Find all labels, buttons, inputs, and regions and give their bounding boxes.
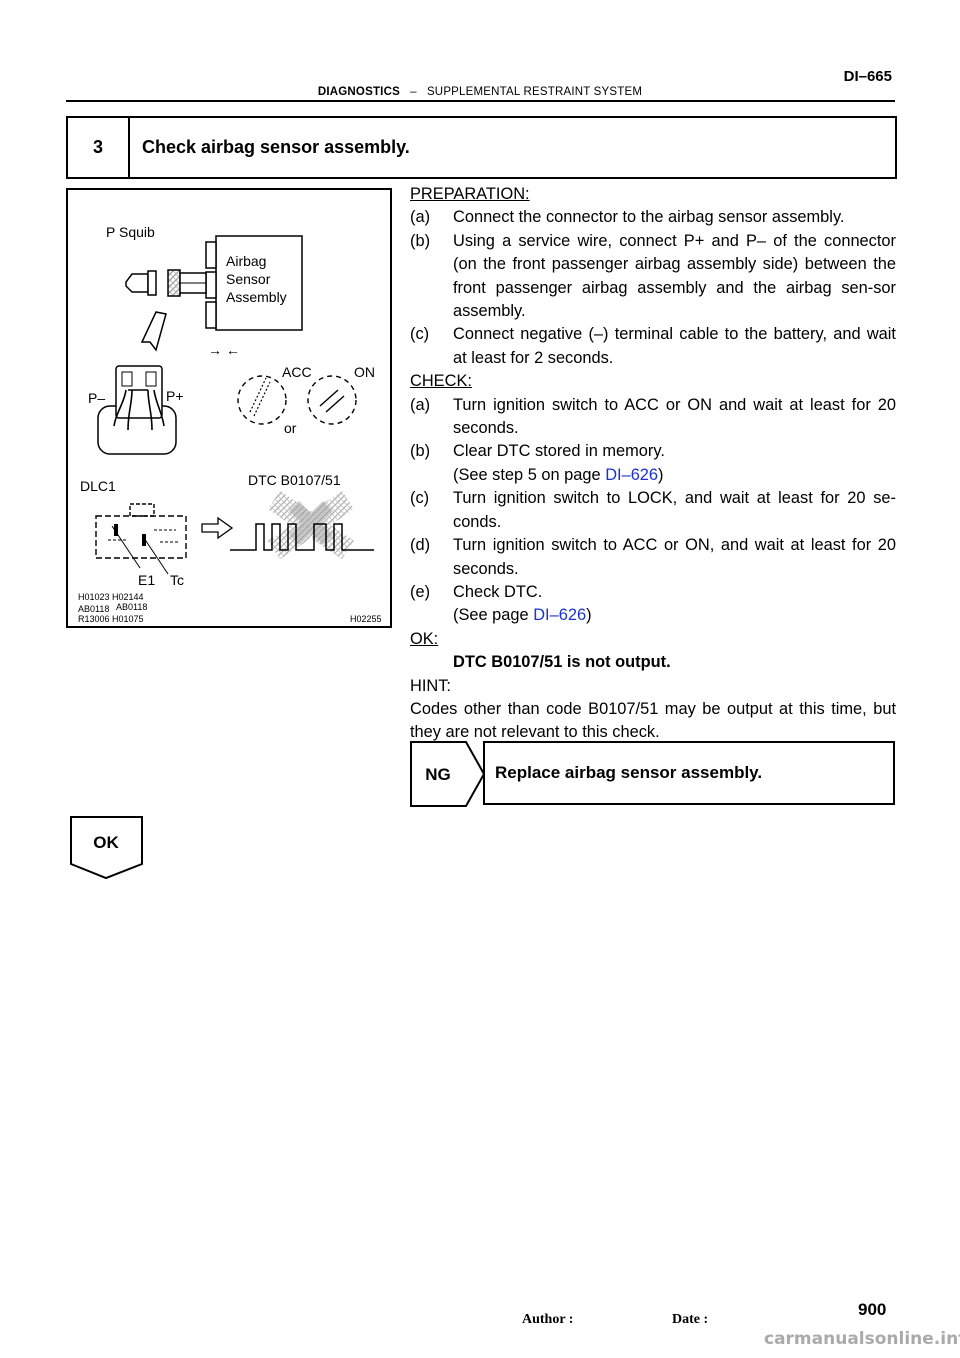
down-arrow-icon xyxy=(140,311,167,352)
figure-drawing xyxy=(95,235,374,575)
check-item-b: (b) Clear DTC stored in memory. (See ste… xyxy=(410,440,896,487)
label-airbag: Airbag xyxy=(226,253,267,269)
label-p-minus: P– xyxy=(88,390,106,406)
check-item-e: (e) Check DTC. (See page DI–626) xyxy=(410,581,896,628)
page-code: DI–665 xyxy=(843,68,892,85)
figure-code-row3: R13006 H01075 xyxy=(78,614,144,624)
step-title: Check airbag sensor assembly. xyxy=(142,137,410,157)
ignition-switch-on-icon xyxy=(307,375,357,425)
ok-label: OK xyxy=(93,833,119,852)
label-dtc: DTC B0107/51 xyxy=(248,472,341,488)
ignition-switch-acc-icon xyxy=(237,375,287,425)
ng-action: Replace airbag sensor assembly. xyxy=(495,763,763,782)
airbag-sensor-assembly xyxy=(205,235,303,331)
check-item-e-ref: (See page DI–626) xyxy=(453,606,592,625)
ng-action-box: Replace airbag sensor assembly. xyxy=(483,741,895,805)
header-separator: – xyxy=(410,86,417,98)
running-header: DIAGNOSTICS – SUPPLEMENTAL RESTRAINT SYS… xyxy=(0,86,960,98)
ng-tab: NG xyxy=(410,741,486,807)
ok-result: DTC B0107/51 is not output. xyxy=(453,653,671,672)
label-e1: E1 xyxy=(138,572,156,588)
label-dlc1: DLC1 xyxy=(80,478,116,494)
header-subsection: SUPPLEMENTAL RESTRAINT SYSTEM xyxy=(426,86,643,98)
step-box: 3 Check airbag sensor assembly. xyxy=(66,116,897,179)
hint-heading: HINT: xyxy=(410,676,451,695)
watermark: carmanualsonline.info xyxy=(764,1329,960,1349)
footer-date: Date : xyxy=(672,1312,709,1327)
ok-heading: OK: xyxy=(410,629,439,648)
figure-code-main: H02255 xyxy=(350,614,382,624)
procedure-text: PREPARATION: (a) Connect the connector t… xyxy=(410,183,896,745)
hint-text: Codes other than code B0107/51 may be ou… xyxy=(410,699,896,742)
label-p-squib: P Squib xyxy=(106,224,155,240)
preparation-heading: PREPARATION: xyxy=(410,185,530,203)
check-item-c: (c) Turn ignition switch to LOCK, and wa… xyxy=(410,489,896,531)
ng-label: NG xyxy=(425,765,451,784)
label-assembly: Assembly xyxy=(226,289,287,305)
passenger-connector xyxy=(97,365,177,455)
page-link-di626-2[interactable]: DI–626 xyxy=(533,606,587,625)
label-p-plus: P+ xyxy=(166,388,184,404)
label-tc: Tc xyxy=(170,572,184,588)
dtc-waveform xyxy=(230,490,374,560)
prep-item-b: (b) Using a service wire, connect P+ and… xyxy=(410,231,896,321)
page-link-di626[interactable]: DI–626 xyxy=(605,465,659,484)
step-number: 3 xyxy=(68,118,130,177)
right-arrow-icon xyxy=(201,516,234,540)
figure-code-row2a: AB0118 xyxy=(78,604,110,614)
footer-author: Author : xyxy=(522,1312,574,1327)
wiring-figure: P Squib Airbag Sensor Assembly → ← ACC O… xyxy=(66,188,392,628)
label-or: or xyxy=(284,420,297,436)
check-item-b-ref: (See step 5 on page DI–626) xyxy=(453,465,664,484)
check-item-d: (d) Turn ignition switch to ACC or ON, a… xyxy=(410,536,896,578)
header-rule xyxy=(66,100,895,102)
p-squib-connector xyxy=(125,269,207,297)
prep-item-c: (c) Connect negative (–) terminal cable … xyxy=(410,325,896,367)
label-arrows: → ← xyxy=(208,342,240,358)
label-sensor: Sensor xyxy=(226,271,271,287)
check-heading: CHECK: xyxy=(410,372,472,391)
label-acc: ACC xyxy=(282,364,312,380)
prep-item-a: (a) Connect the connector to the airbag … xyxy=(410,208,845,227)
label-airbag-sensor-assembly: Airbag Sensor Assembly xyxy=(226,252,287,306)
label-on: ON xyxy=(354,364,375,380)
ok-tab: OK xyxy=(70,816,143,880)
header-section: DIAGNOSTICS xyxy=(317,86,400,98)
page-number: 900 xyxy=(858,1300,887,1319)
figure-code-row1: H01023 H02144 xyxy=(78,592,144,602)
figure-code-row2b: AB0118 xyxy=(116,602,148,612)
dlc1-connector xyxy=(95,503,187,575)
check-item-a: (a) Turn ignition switch to ACC or ON an… xyxy=(410,395,896,438)
